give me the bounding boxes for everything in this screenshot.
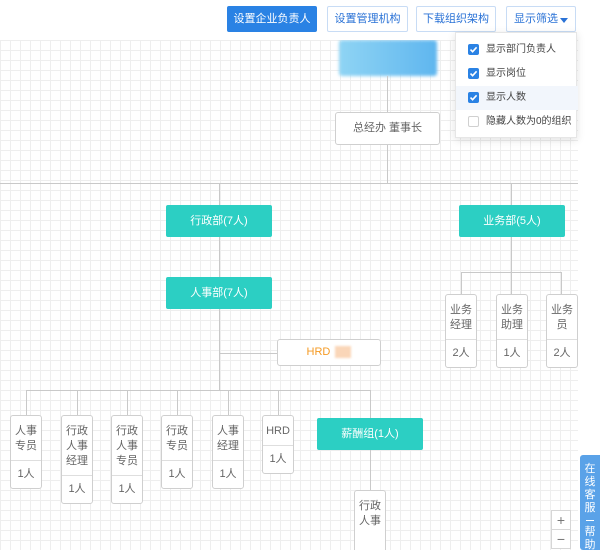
hrd-label: HRD [306, 346, 331, 358]
position-count: 1人 [62, 475, 92, 503]
set-owner-button[interactable]: 设置企业负责人 [227, 6, 317, 32]
position-node[interactable]: HRD 1人 [262, 415, 294, 474]
connector [127, 390, 128, 415]
connector [511, 183, 512, 205]
connector [461, 272, 462, 294]
divider-icon [586, 520, 594, 521]
connector [228, 390, 229, 415]
toolbar: 设置企业负责人 设置管理机构 下载组织架构 显示筛选 [0, 0, 600, 40]
position-title: 业务经理 [450, 304, 472, 331]
connector [387, 76, 388, 112]
position-node[interactable]: 业务员 2人 [546, 294, 578, 368]
position-title: 人事经理 [217, 425, 239, 452]
checkbox-unchecked-icon[interactable] [468, 116, 479, 127]
position-title: 行政人事专员 [116, 425, 138, 467]
zoom-out-button[interactable]: − [551, 529, 571, 549]
filter-option-position[interactable]: 显示岗位 [456, 62, 578, 86]
position-node[interactable]: 行政专员 1人 [161, 415, 193, 489]
position-node[interactable]: 业务助理 1人 [496, 294, 528, 368]
filter-option-label: 隐藏人数为0的组织 [486, 116, 572, 127]
zoom-in-button[interactable]: + [551, 510, 571, 530]
help-side-tab[interactable]: 在线客服 帮助文 [580, 455, 600, 550]
connector [387, 145, 388, 183]
position-title: 行政专员 [166, 425, 188, 452]
position-count: 1人 [213, 460, 243, 488]
connector [0, 183, 578, 184]
position-count: 2人 [547, 339, 577, 367]
connector [370, 450, 371, 490]
position-count: 1人 [11, 460, 41, 488]
filter-option-dept-owner[interactable]: 显示部门负责人 [456, 38, 578, 62]
checkbox-checked-icon[interactable] [468, 92, 479, 103]
dept-admin-node[interactable]: 行政部(7人) [166, 205, 272, 237]
online-service-label: 在线客服 [584, 463, 596, 514]
connector [561, 272, 562, 294]
connector [278, 390, 279, 415]
position-node[interactable]: 行政人事经理 1人 [61, 415, 93, 504]
checkbox-checked-icon[interactable] [468, 44, 479, 55]
position-node[interactable]: 行政人事专员 1人 [111, 415, 143, 504]
position-title: 业务助理 [501, 304, 523, 331]
position-node[interactable]: 人事专员 1人 [10, 415, 42, 489]
filter-option-label: 显示岗位 [486, 68, 526, 79]
position-node[interactable]: 人事经理 1人 [212, 415, 244, 489]
root-node[interactable]: 总经办 董事长 [335, 112, 440, 145]
position-title: 行政人事经理 [66, 425, 88, 467]
connector [26, 390, 371, 391]
hrd-node[interactable]: HRD [277, 339, 381, 366]
connector [511, 237, 512, 272]
position-title: 业务员 [551, 304, 573, 331]
connector [77, 390, 78, 415]
connector [511, 272, 512, 294]
connector [219, 353, 277, 354]
download-org-chart-button[interactable]: 下载组织架构 [416, 6, 496, 32]
connector [177, 390, 178, 415]
checkbox-checked-icon[interactable] [468, 68, 479, 79]
position-node[interactable]: 业务经理 2人 [445, 294, 477, 368]
filter-option-hide-empty[interactable]: 隐藏人数为0的组织 [456, 110, 578, 134]
salary-group-node[interactable]: 薪酬组(1人) [317, 418, 423, 450]
connector [26, 390, 27, 415]
filter-label: 显示筛选 [514, 13, 558, 25]
position-title: HRD [266, 425, 290, 437]
caret-down-icon [560, 18, 568, 23]
filter-menu: 显示部门负责人 显示岗位 显示人数 隐藏人数为0的组织 [455, 32, 578, 138]
blurred-name [335, 346, 352, 359]
connector [370, 390, 371, 418]
dept-business-node[interactable]: 业务部(5人) [459, 205, 565, 237]
connector [219, 309, 220, 390]
set-admin-org-button[interactable]: 设置管理机构 [327, 6, 408, 32]
dept-hr-node[interactable]: 人事部(7人) [166, 277, 272, 309]
help-label: 帮助文 [584, 526, 596, 550]
position-count: 1人 [162, 460, 192, 488]
position-node[interactable]: 行政人事 [354, 490, 386, 550]
position-count: 1人 [112, 475, 142, 503]
filter-option-headcount[interactable]: 显示人数 [456, 86, 578, 110]
position-title: 人事专员 [15, 425, 37, 452]
position-title: 行政人事 [359, 500, 381, 527]
root-photo [339, 40, 437, 76]
filter-option-label: 显示部门负责人 [486, 44, 556, 55]
position-count: 2人 [446, 339, 476, 367]
filter-option-label: 显示人数 [486, 92, 526, 103]
position-count: 1人 [263, 445, 293, 473]
connector [219, 183, 220, 205]
connector [219, 237, 220, 277]
position-count: 1人 [497, 339, 527, 367]
filter-dropdown-button[interactable]: 显示筛选 [506, 6, 576, 32]
